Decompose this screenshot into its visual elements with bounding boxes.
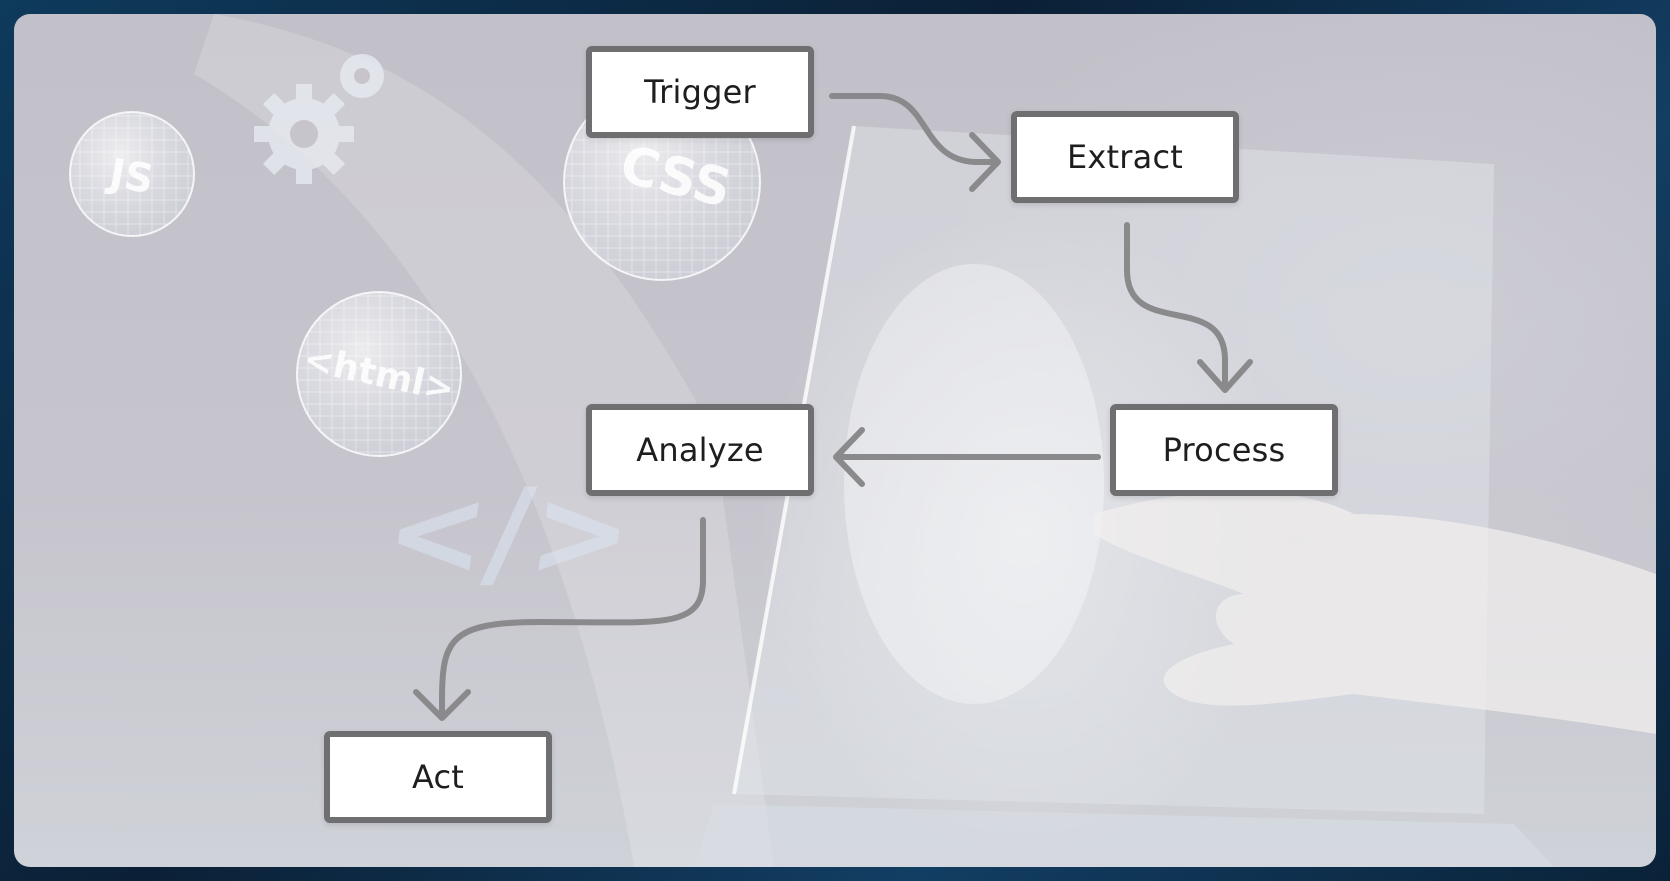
gear-icon bbox=[254, 54, 384, 184]
node-label: Process bbox=[1162, 431, 1286, 469]
edge-extract-process bbox=[1124, 222, 1228, 388]
node-extract: Extract bbox=[1011, 111, 1239, 203]
pointing-hand-icon bbox=[1094, 491, 1656, 734]
node-label: Act bbox=[411, 758, 465, 796]
node-label: Extract bbox=[1066, 138, 1183, 176]
arrowhead-extract bbox=[969, 132, 1001, 192]
edge-trigger-extract bbox=[829, 93, 998, 165]
diagram-panel: JS bbox=[14, 14, 1656, 867]
js-label: JS bbox=[103, 150, 157, 203]
arrowhead-process bbox=[1197, 359, 1253, 393]
background-illustration: JS bbox=[69, 14, 1656, 867]
node-label: Trigger bbox=[644, 73, 756, 111]
edge-analyze-act bbox=[439, 517, 706, 718]
node-label: Analyze bbox=[636, 431, 764, 469]
arrowhead-analyze bbox=[833, 427, 865, 487]
arrowhead-act bbox=[413, 689, 471, 721]
js-sphere-icon: JS bbox=[69, 111, 195, 237]
html-sphere-icon: <html> bbox=[296, 291, 462, 457]
node-process: Process bbox=[1110, 404, 1338, 496]
light-beam bbox=[194, 14, 774, 867]
node-analyze: Analyze bbox=[586, 404, 814, 496]
node-act: Act bbox=[324, 731, 552, 823]
node-trigger: Trigger bbox=[586, 46, 814, 138]
